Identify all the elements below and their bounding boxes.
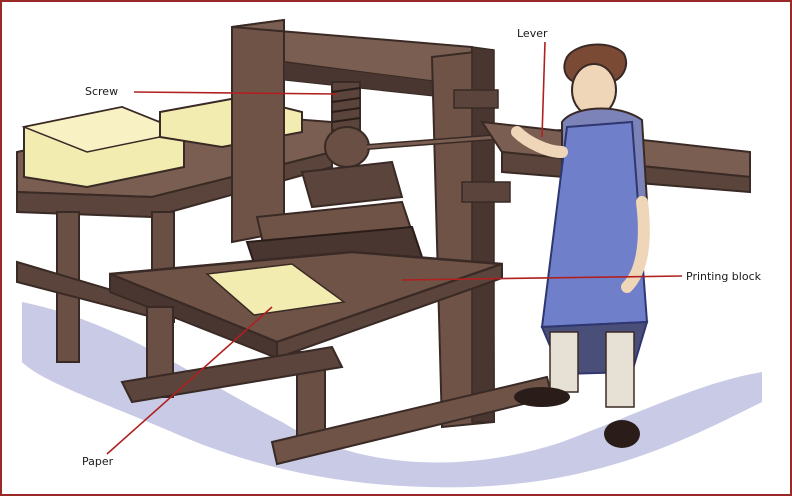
label-lever: Lever (517, 27, 548, 40)
printer-figure (514, 45, 647, 448)
lever-leader (542, 42, 545, 137)
label-screw: Screw (85, 85, 118, 98)
screw-leader (134, 92, 337, 94)
screw (325, 82, 369, 167)
label-paper: Paper (82, 455, 114, 468)
label-printing-block: Printing block (686, 270, 762, 283)
